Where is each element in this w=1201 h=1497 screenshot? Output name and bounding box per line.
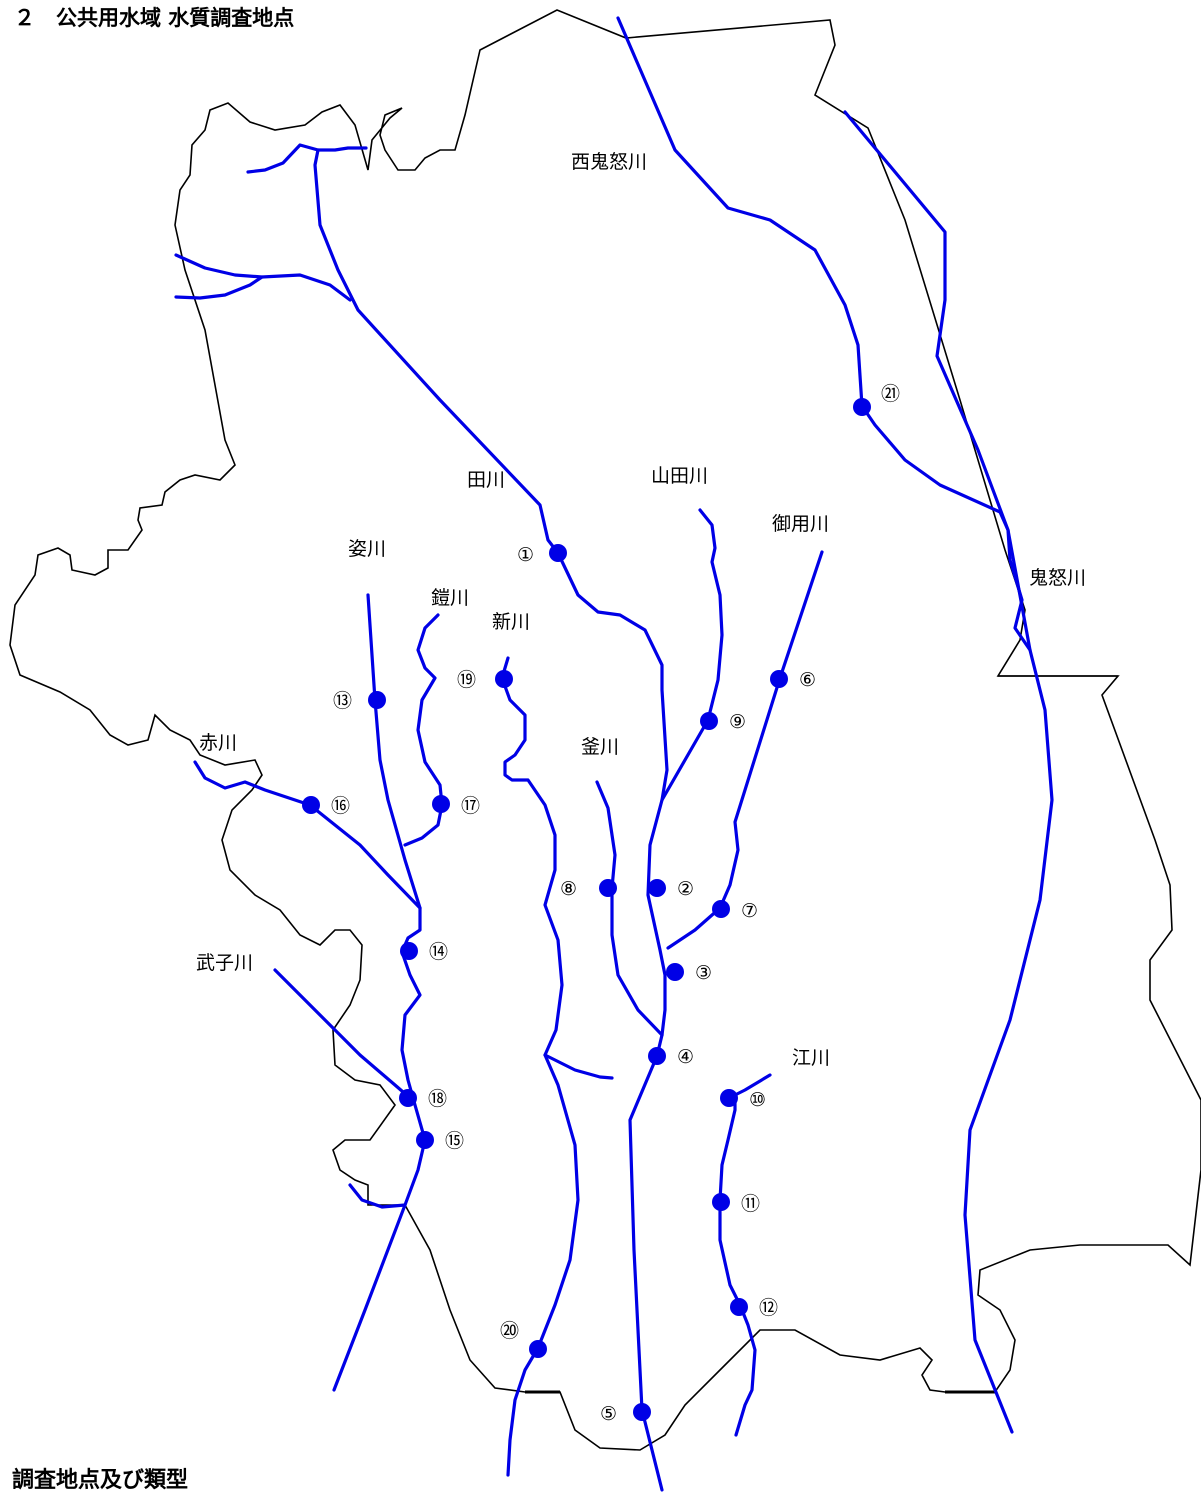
survey-point-6[interactable] xyxy=(770,670,788,688)
river-label-kinugawa: 鬼怒川 xyxy=(1029,567,1086,589)
survey-point-3[interactable] xyxy=(666,963,684,981)
survey-point-label-13: ⑬ xyxy=(333,690,352,712)
survey-point-label-1: ① xyxy=(517,544,534,566)
river-label-yoroigawa: 鎧川 xyxy=(431,587,469,609)
survey-point-21[interactable] xyxy=(853,398,871,416)
river-label-mukogawa: 武子川 xyxy=(196,952,253,974)
survey-point-2[interactable] xyxy=(648,879,666,897)
survey-point-label-14: ⑭ xyxy=(429,941,448,963)
river-label-nishikinugawa: 西鬼怒川 xyxy=(571,151,647,173)
survey-point-label-9: ⑨ xyxy=(729,711,746,733)
survey-point-label-4: ④ xyxy=(677,1046,694,1068)
survey-point-10[interactable] xyxy=(720,1089,738,1107)
river-label-sugatagawa: 姿川 xyxy=(348,538,386,560)
river-shinkawa-branch xyxy=(543,1053,614,1080)
river-yoroigawa xyxy=(403,613,444,847)
survey-point-label-20: ⑳ xyxy=(500,1320,519,1342)
river-shinkawa xyxy=(500,656,580,1477)
survey-point-label-18: ⑱ xyxy=(428,1088,447,1110)
river-kinugawa xyxy=(843,110,1054,1434)
river-label-egawa: 江川 xyxy=(792,1047,830,1069)
river-egawa xyxy=(718,1073,772,1437)
river-goyogawa xyxy=(666,550,824,950)
survey-point-label-7: ⑦ xyxy=(741,900,758,922)
river-label-kamagawa: 釜川 xyxy=(581,736,619,758)
survey-point-4[interactable] xyxy=(648,1047,666,1065)
river-akagawa xyxy=(193,760,422,910)
survey-point-label-16: ⑯ xyxy=(331,795,350,817)
survey-point-17[interactable] xyxy=(432,795,450,813)
survey-point-13[interactable] xyxy=(368,691,386,709)
survey-point-label-5: ⑤ xyxy=(600,1403,617,1425)
survey-point-5[interactable] xyxy=(633,1403,651,1421)
survey-point-11[interactable] xyxy=(712,1193,730,1211)
river-label-akagawa: 赤川 xyxy=(199,732,237,754)
survey-point-label-17: ⑰ xyxy=(461,795,480,817)
survey-point-label-6: ⑥ xyxy=(799,669,816,691)
survey-point-label-3: ③ xyxy=(695,962,712,984)
river-yamadagawa xyxy=(660,508,724,802)
survey-point-label-2: ② xyxy=(677,878,694,900)
survey-point-label-19: ⑲ xyxy=(457,669,476,691)
survey-point-label-12: ⑫ xyxy=(759,1297,778,1319)
river-nishikinugawa xyxy=(616,16,1032,652)
survey-point-label-10: ⑩ xyxy=(749,1089,766,1111)
survey-point-20[interactable] xyxy=(529,1340,547,1358)
survey-point-15[interactable] xyxy=(416,1131,434,1149)
city-boundary xyxy=(9,9,1201,1451)
river-sugatagawa-lower-loop xyxy=(348,1183,407,1209)
survey-point-12[interactable] xyxy=(730,1298,748,1316)
survey-point-label-8: ⑧ xyxy=(560,878,577,900)
survey-point-14[interactable] xyxy=(400,942,418,960)
survey-point-16[interactable] xyxy=(302,796,320,814)
river-label-shinkawa: 新川 xyxy=(492,611,530,633)
river-sugatagawa xyxy=(332,593,427,1392)
survey-point-9[interactable] xyxy=(700,712,718,730)
river-tagawa-branch-west2 xyxy=(174,275,264,300)
section-heading: 調査地点及び類型 xyxy=(12,1468,189,1493)
page-title: ２ 公共用水域 水質調査地点 xyxy=(14,6,295,30)
river-tagawa-upper-left xyxy=(316,146,368,152)
survey-point-label-15: ⑮ xyxy=(445,1130,464,1152)
survey-point-label-21: ㉑ xyxy=(881,383,900,405)
river-label-yamadagawa: 山田川 xyxy=(651,465,708,487)
survey-point-18[interactable] xyxy=(399,1089,417,1107)
river-label-tagawa: 田川 xyxy=(467,469,505,491)
river-mukogawa xyxy=(273,968,412,1100)
river-label-goyogawa: 御用川 xyxy=(772,513,829,535)
river-tagawa xyxy=(246,143,669,1492)
survey-point-1[interactable] xyxy=(549,544,567,562)
survey-point-8[interactable] xyxy=(599,879,617,897)
survey-point-19[interactable] xyxy=(495,670,513,688)
survey-point-label-11: ⑪ xyxy=(741,1193,760,1215)
river-kamagawa xyxy=(595,780,664,1037)
survey-point-7[interactable] xyxy=(712,900,730,918)
